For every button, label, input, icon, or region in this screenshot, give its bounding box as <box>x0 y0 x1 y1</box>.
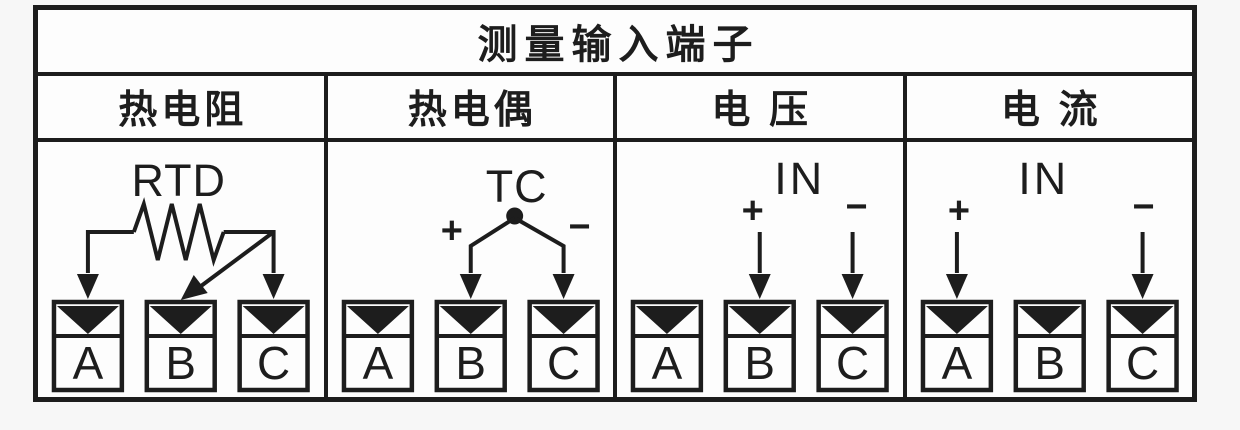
terminal-b: B <box>144 299 217 393</box>
in-signal-label: IN <box>1018 153 1069 204</box>
terminal-clamp-icon <box>56 306 119 334</box>
terminal-b: B <box>434 299 507 393</box>
rtd-wiring-diagram: RTD A <box>51 155 310 393</box>
current-wiring-diagram: IN + − A <box>920 153 1179 393</box>
terminal-clamp-icon <box>728 306 791 334</box>
plus-polarity-label: + <box>440 210 462 252</box>
terminal-a: A <box>630 299 704 393</box>
rtd-sensor-label: RTD <box>132 155 226 206</box>
terminal-clamp-icon <box>242 306 305 334</box>
plus-polarity-label: + <box>947 190 969 232</box>
resistor-zigzag-symbol <box>131 197 226 267</box>
voltage-wiring-cell: IN + − A <box>617 142 907 397</box>
in-signal-label: IN <box>774 153 825 204</box>
terminal-letter: C <box>836 337 869 389</box>
terminal-letter: C <box>547 337 580 389</box>
wire-to-terminal-a <box>85 230 134 273</box>
rtd-wiring-cell: RTD A <box>38 142 328 397</box>
terminal-clamp-icon <box>635 306 698 334</box>
terminal-c: C <box>526 299 600 393</box>
down-arrowhead-icon <box>459 274 482 299</box>
terminal-wiring-table: 测量输入端子 热电阻 热电偶 电 压 电 流 RTD <box>33 5 1197 402</box>
down-arrowhead-icon <box>262 274 285 299</box>
terminal-box <box>341 299 414 393</box>
terminal-c: C <box>816 299 889 393</box>
terminal-c: C <box>1105 299 1179 393</box>
tc-sensor-label: TC <box>485 161 547 212</box>
terminal-clamp-icon <box>925 306 988 334</box>
terminal-b: B <box>1013 299 1086 393</box>
terminal-letter: A <box>652 337 683 389</box>
terminal-letter: B <box>1034 337 1065 389</box>
column-header-current: 电 流 <box>1000 89 1102 132</box>
voltage-wiring-diagram: IN + − A <box>630 153 889 393</box>
terminal-letter: C <box>1126 337 1159 389</box>
terminal-clamp-icon <box>821 306 884 334</box>
terminal-letter: A <box>941 337 972 389</box>
terminal-clamp-icon <box>149 306 212 334</box>
terminal-letter: C <box>257 337 290 389</box>
terminal-c: C <box>237 299 310 393</box>
down-arrowhead-icon <box>1131 274 1154 299</box>
terminal-clamp-icon <box>439 306 502 334</box>
column-header-row: 热电阻 热电偶 电 压 电 流 <box>38 76 1192 142</box>
thermocouple-wiring-diagram: TC + − A <box>341 161 600 393</box>
wire-to-terminal-b <box>468 216 516 273</box>
terminal-clamp-icon <box>1018 306 1081 334</box>
terminal-letter: B <box>165 337 196 389</box>
terminal-a: A <box>920 299 993 393</box>
table-title: 测量输入端子 <box>38 10 1192 76</box>
terminal-clamp-icon <box>532 306 595 334</box>
column-header-rtd: 热电阻 <box>38 76 328 138</box>
down-arrowhead-icon <box>748 274 771 299</box>
terminal-letter: B <box>744 337 775 389</box>
column-header-thermocouple: 热电偶 <box>328 76 617 138</box>
plus-polarity-label: + <box>742 190 764 232</box>
wire-to-terminal-c <box>513 216 566 273</box>
column-header-voltage: 电 压 <box>617 76 907 138</box>
diagonal-wire-to-terminal-b <box>198 230 275 289</box>
terminal-b: B <box>723 299 796 393</box>
minus-polarity-label: − <box>846 186 868 228</box>
terminal-a: A <box>341 299 414 393</box>
wiring-diagrams-row: RTD A <box>38 142 1192 397</box>
down-arrowhead-icon <box>945 274 968 299</box>
terminal-letter: A <box>73 337 104 389</box>
terminal-box <box>920 299 993 393</box>
terminal-a: A <box>51 299 125 393</box>
thermocouple-wiring-cell: TC + − A <box>328 142 617 397</box>
down-arrowhead-icon <box>841 274 864 299</box>
terminal-letter: A <box>362 337 393 389</box>
minus-polarity-label: − <box>1132 186 1154 228</box>
terminal-clamp-icon <box>346 306 409 334</box>
minus-polarity-label: − <box>568 206 590 248</box>
terminal-clamp-icon <box>1111 306 1174 334</box>
down-arrowhead-icon <box>76 274 99 299</box>
diagonal-arrowhead-icon <box>180 275 208 300</box>
down-arrowhead-icon <box>552 274 575 299</box>
current-wiring-cell: IN + − A <box>907 142 1193 397</box>
terminal-letter: B <box>455 337 486 389</box>
